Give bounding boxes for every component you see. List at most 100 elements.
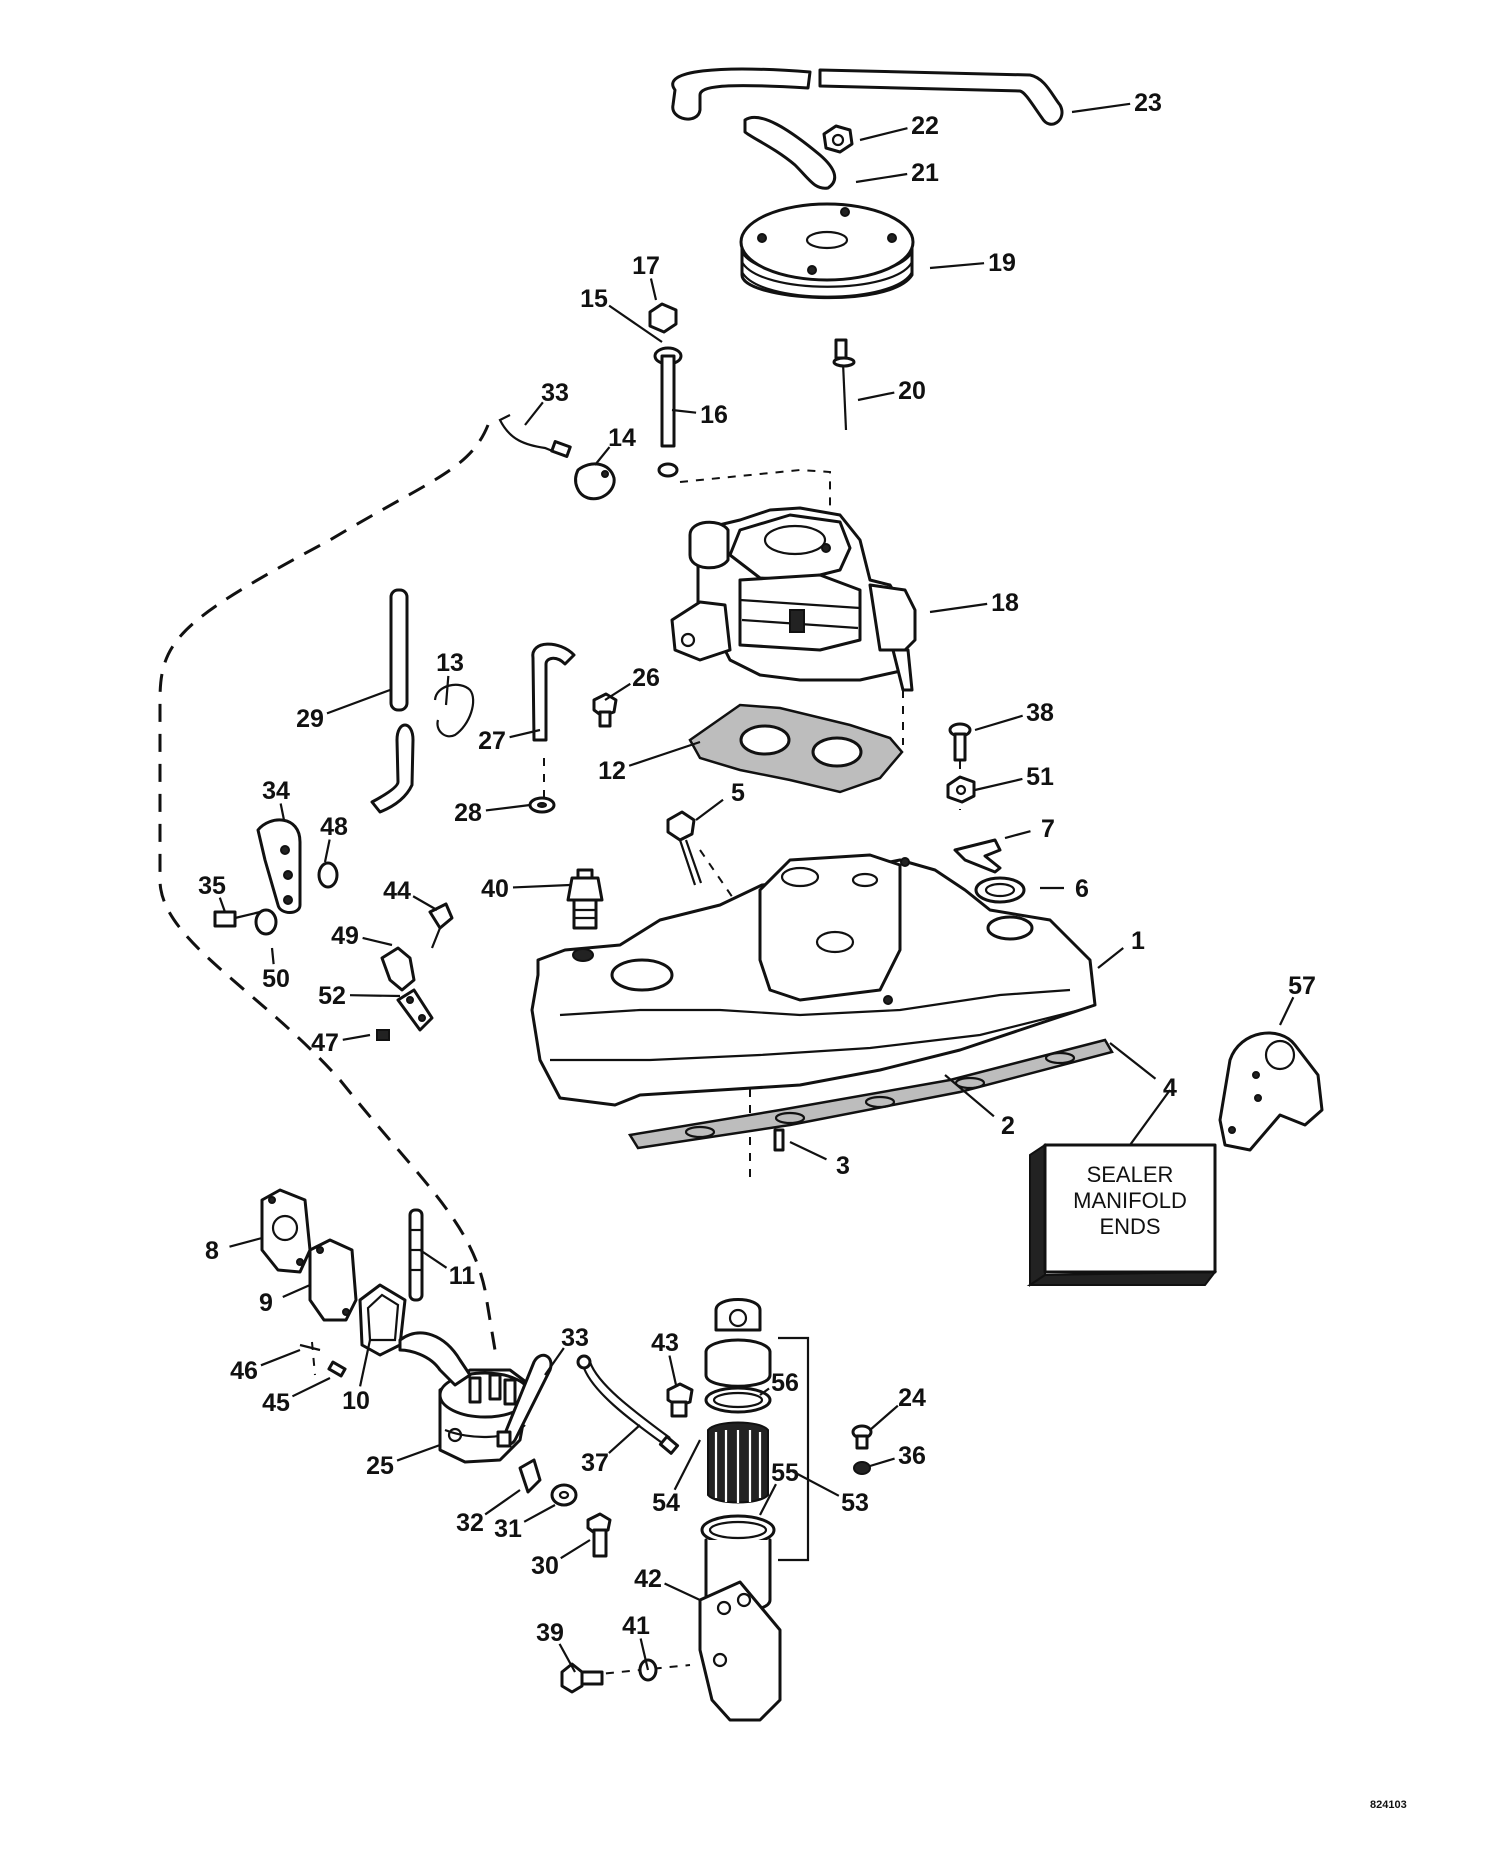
callout-leader-c10 [359,1339,372,1387]
carburetor-gasket [688,703,904,794]
callout-leader-c35 [218,897,227,913]
callout-label-c31: 31 [494,1515,522,1543]
callout-label-c52: 52 [318,982,346,1010]
callout-label-c8: 8 [205,1237,219,1265]
mounting-bracket [1218,1031,1324,1152]
callout-label-c53: 53 [841,1489,869,1517]
callout-leader-c43 [668,1355,678,1386]
callout-label-c16: 16 [700,401,728,429]
callout-leader-c42 [664,1582,701,1601]
callout-leader-c25 [396,1443,441,1462]
vent-hose [671,67,1064,126]
callout-leader-c23 [1071,102,1131,114]
callout-leader-c29 [326,688,391,715]
air-cleaner [739,202,915,300]
callout-leader-c21 [855,172,908,184]
callout-label-c45: 45 [262,1389,290,1417]
callout-label-c14: 14 [608,424,636,452]
callout-label-c28: 28 [454,799,482,827]
callout-label-c1: 1 [1131,927,1145,955]
callout-label-c46: 46 [230,1357,258,1385]
callout-leader-c14 [594,446,611,466]
callout-leader-c40 [512,883,571,889]
fuel-line-fitting [576,1354,694,1455]
sealer-box-line2: MANIFOLD [1073,1188,1187,1213]
callout-leader-c53 [789,1469,840,1497]
fuel-line [496,1353,553,1448]
figure-code: 824103 [1370,1799,1407,1811]
callout-label-c33b: 33 [561,1324,589,1352]
callout-leader-c13 [444,675,450,706]
callout-label-c10: 10 [342,1387,370,1415]
callout-label-c38: 38 [1026,699,1054,727]
sealer-box-line1: SEALER [1087,1162,1174,1187]
callout-leader-c31 [523,1504,556,1523]
callout-leader-c33a [524,401,544,426]
callout-label-c3: 3 [836,1152,850,1180]
callout-label-c9: 9 [259,1289,273,1317]
fuel-filter-assembly [700,1298,810,1613]
callout-label-c56: 56 [771,1369,799,1397]
callout-leader-c52 [349,994,401,998]
callout-label-c25: 25 [366,1452,394,1480]
bolt-and-nut [648,302,683,478]
callout-label-c27: 27 [478,727,506,755]
callout-leader-c12 [628,740,701,767]
callout-leader-c51 [974,777,1023,792]
callout-leader-c36 [869,1457,895,1468]
callout-leader-c41 [639,1638,650,1671]
callout-leader-c27 [509,728,541,739]
callout-label-c24: 24 [898,1384,926,1412]
callout-label-c11: 11 [449,1262,476,1290]
callout-label-c39: 39 [536,1619,564,1647]
callout-leader-c15 [608,304,663,343]
callout-leader-c4 [1109,1042,1157,1080]
stud-washer-clip-seal [946,722,1026,904]
callout-leader-c47 [342,1033,371,1041]
callout-leader-c34 [279,803,286,821]
callout-label-c21: 21 [911,159,939,187]
callout-leader-c32 [484,1489,521,1516]
callout-label-c30: 30 [531,1552,559,1580]
callout-leader-c48 [323,839,331,863]
callout-label-c26: 26 [632,664,660,692]
callout-label-c43: 43 [651,1329,679,1357]
callout-label-c41: 41 [622,1612,650,1640]
callout-leader-c46 [260,1348,301,1367]
callout-leader-c20 [857,391,895,402]
choke-heat-tube [498,414,616,501]
bracket-and-nut [743,115,854,190]
callout-leader-c44 [412,895,438,911]
callout-label-c55: 55 [771,1459,799,1487]
callout-leader-c8 [229,1236,263,1248]
throttle-bracket-hardware [213,818,454,1041]
pump-screws [299,1343,347,1378]
callout-label-c37: 37 [581,1449,609,1477]
temperature-sender [566,868,604,930]
callout-label-c13: 13 [436,649,464,677]
callout-leader-c18 [929,602,988,614]
callout-label-c20: 20 [898,377,926,405]
callout-label-c18: 18 [991,589,1019,617]
dowel-pin [773,1128,785,1152]
callout-label-c35: 35 [198,872,226,900]
callout-label-c32: 32 [456,1509,484,1537]
callout-label-c36: 36 [898,1442,926,1470]
callout-leader-c19 [929,262,985,270]
callout-label-c54: 54 [652,1489,680,1517]
callout-leader-c11 [419,1249,448,1269]
callout-leader-c50 [270,947,275,965]
callout-label-c42: 42 [634,1565,662,1593]
callout-leader-c30 [560,1539,591,1560]
callout-leader-c22 [859,127,908,142]
callout-leader-c38 [974,714,1023,732]
callout-leader-c17 [649,278,658,301]
callout-leader-c1 [1097,947,1124,969]
manifold-gasket [627,1038,1114,1150]
callout-label-c49: 49 [331,922,359,950]
carburetor [670,506,917,692]
callout-leader-c5 [695,798,724,821]
pump-fittings [518,1458,612,1558]
fuel-pump-gaskets [260,1188,424,1357]
